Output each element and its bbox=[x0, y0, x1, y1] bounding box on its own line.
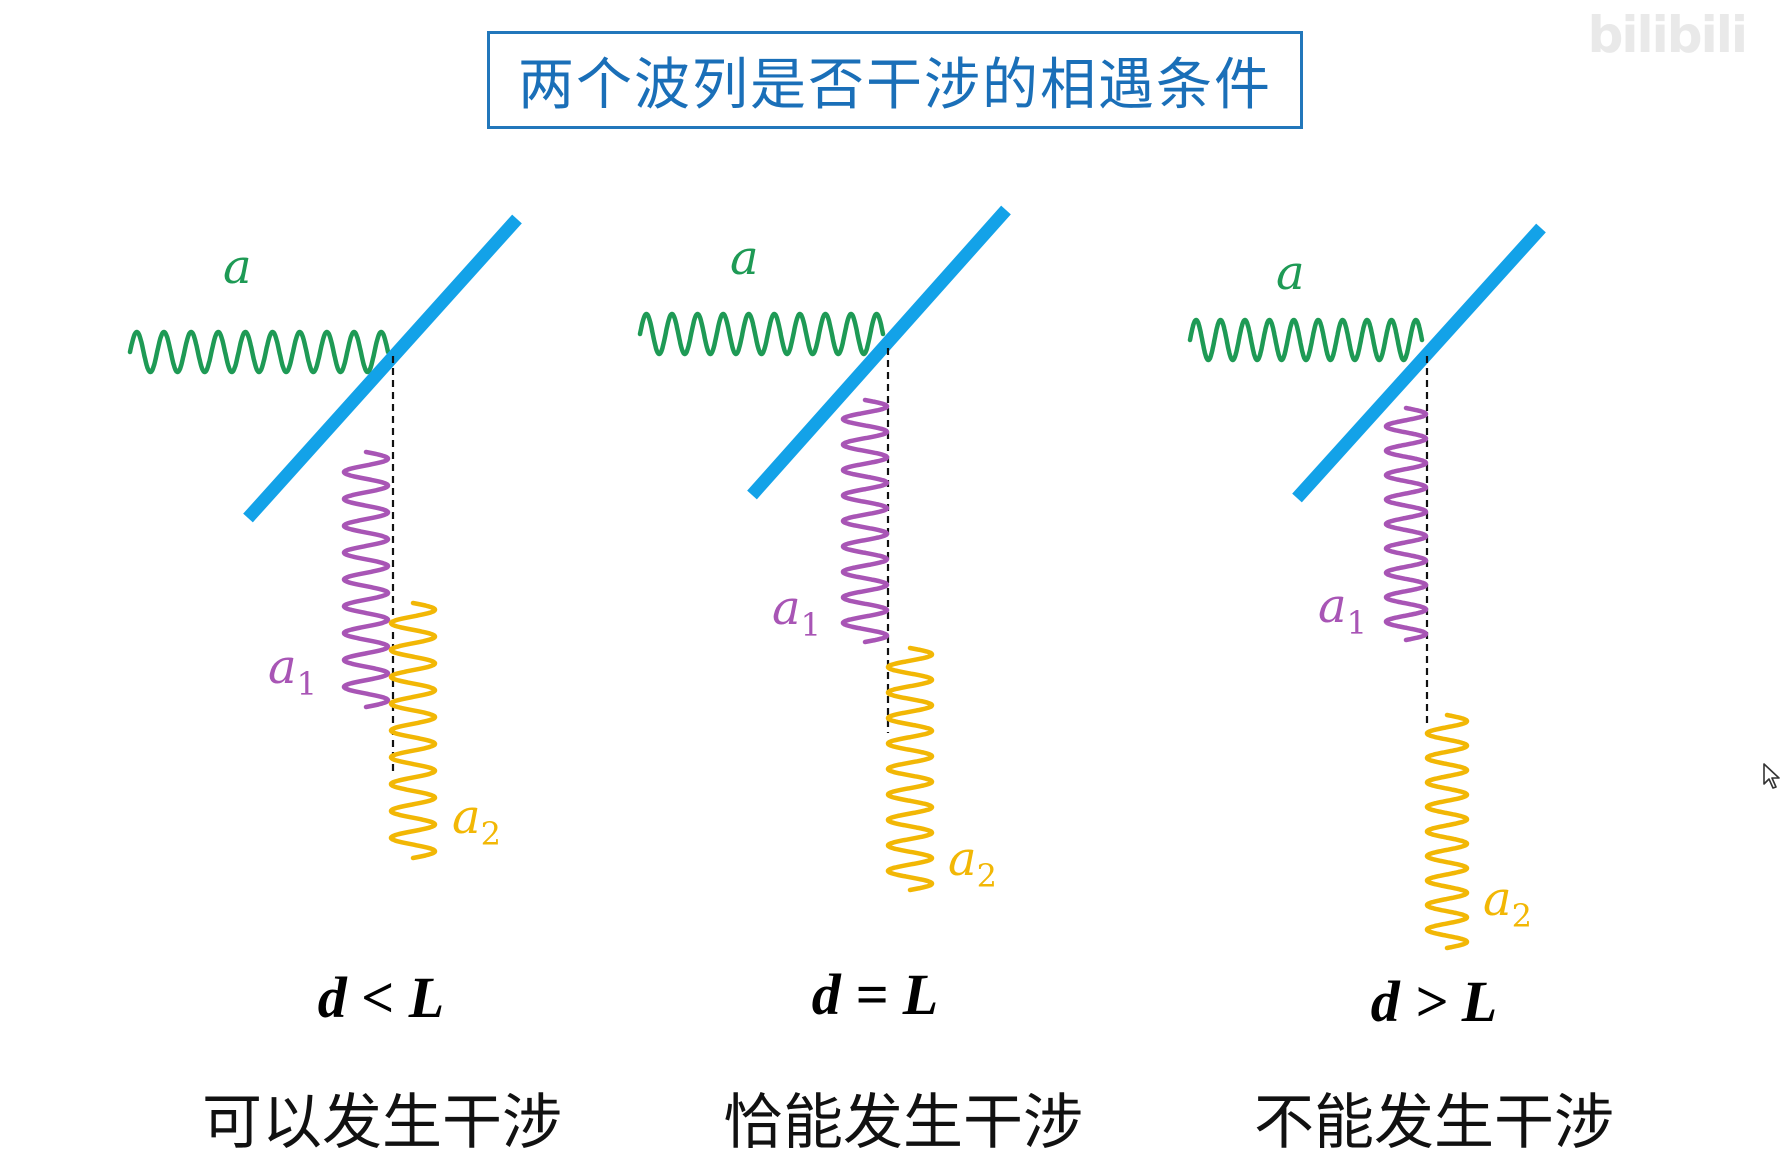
mouse-cursor-icon bbox=[1763, 763, 1780, 789]
caption-label: 不能发生干涉 bbox=[1254, 1088, 1614, 1158]
incident-wave-a bbox=[1187, 317, 1425, 363]
transmitted-wave-a2 bbox=[1424, 712, 1470, 951]
beam-splitter-mirror bbox=[243, 214, 522, 523]
caption-label: 可以发生干涉 bbox=[202, 1088, 562, 1158]
panel-3: a a1 a2 d > L 不能发生干涉 bbox=[1187, 223, 1614, 1158]
label-a1: a1 bbox=[772, 580, 821, 644]
transmitted-wave-a2 bbox=[885, 645, 935, 893]
label-a1: a1 bbox=[1318, 578, 1367, 642]
incident-wave-a bbox=[127, 329, 391, 375]
reflected-wave-a1 bbox=[1383, 405, 1429, 643]
label-a2: a2 bbox=[948, 831, 997, 895]
bilibili-watermark: bilibili bbox=[1587, 6, 1748, 64]
caption-label: 恰能发生干涉 bbox=[723, 1088, 1083, 1158]
transmitted-wave-a2 bbox=[388, 600, 438, 861]
reflected-wave-a1 bbox=[341, 449, 391, 710]
panel-1: a a1 a2 d < L 可以发生干涉 bbox=[127, 214, 562, 1158]
panel-2: a a1 a2 d = L 恰能发生干涉 bbox=[637, 205, 1083, 1158]
label-a: a bbox=[1276, 245, 1305, 301]
reflected-wave-a1 bbox=[840, 397, 890, 645]
condition-label: d < L bbox=[318, 965, 444, 1030]
page-title: 两个波列是否干涉的相遇条件 bbox=[518, 52, 1272, 118]
label-a: a bbox=[223, 239, 252, 295]
title-box: 两个波列是否干涉的相遇条件 bbox=[487, 31, 1303, 129]
condition-label: d = L bbox=[812, 962, 938, 1027]
label-a1: a1 bbox=[268, 639, 317, 703]
incident-wave-a bbox=[637, 311, 886, 357]
beam-splitter-mirror bbox=[747, 205, 1011, 500]
condition-label: d > L bbox=[1371, 969, 1497, 1034]
label-a2: a2 bbox=[1483, 871, 1532, 935]
label-a2: a2 bbox=[452, 789, 501, 853]
beam-splitter-mirror bbox=[1292, 223, 1546, 503]
label-a: a bbox=[730, 230, 759, 286]
